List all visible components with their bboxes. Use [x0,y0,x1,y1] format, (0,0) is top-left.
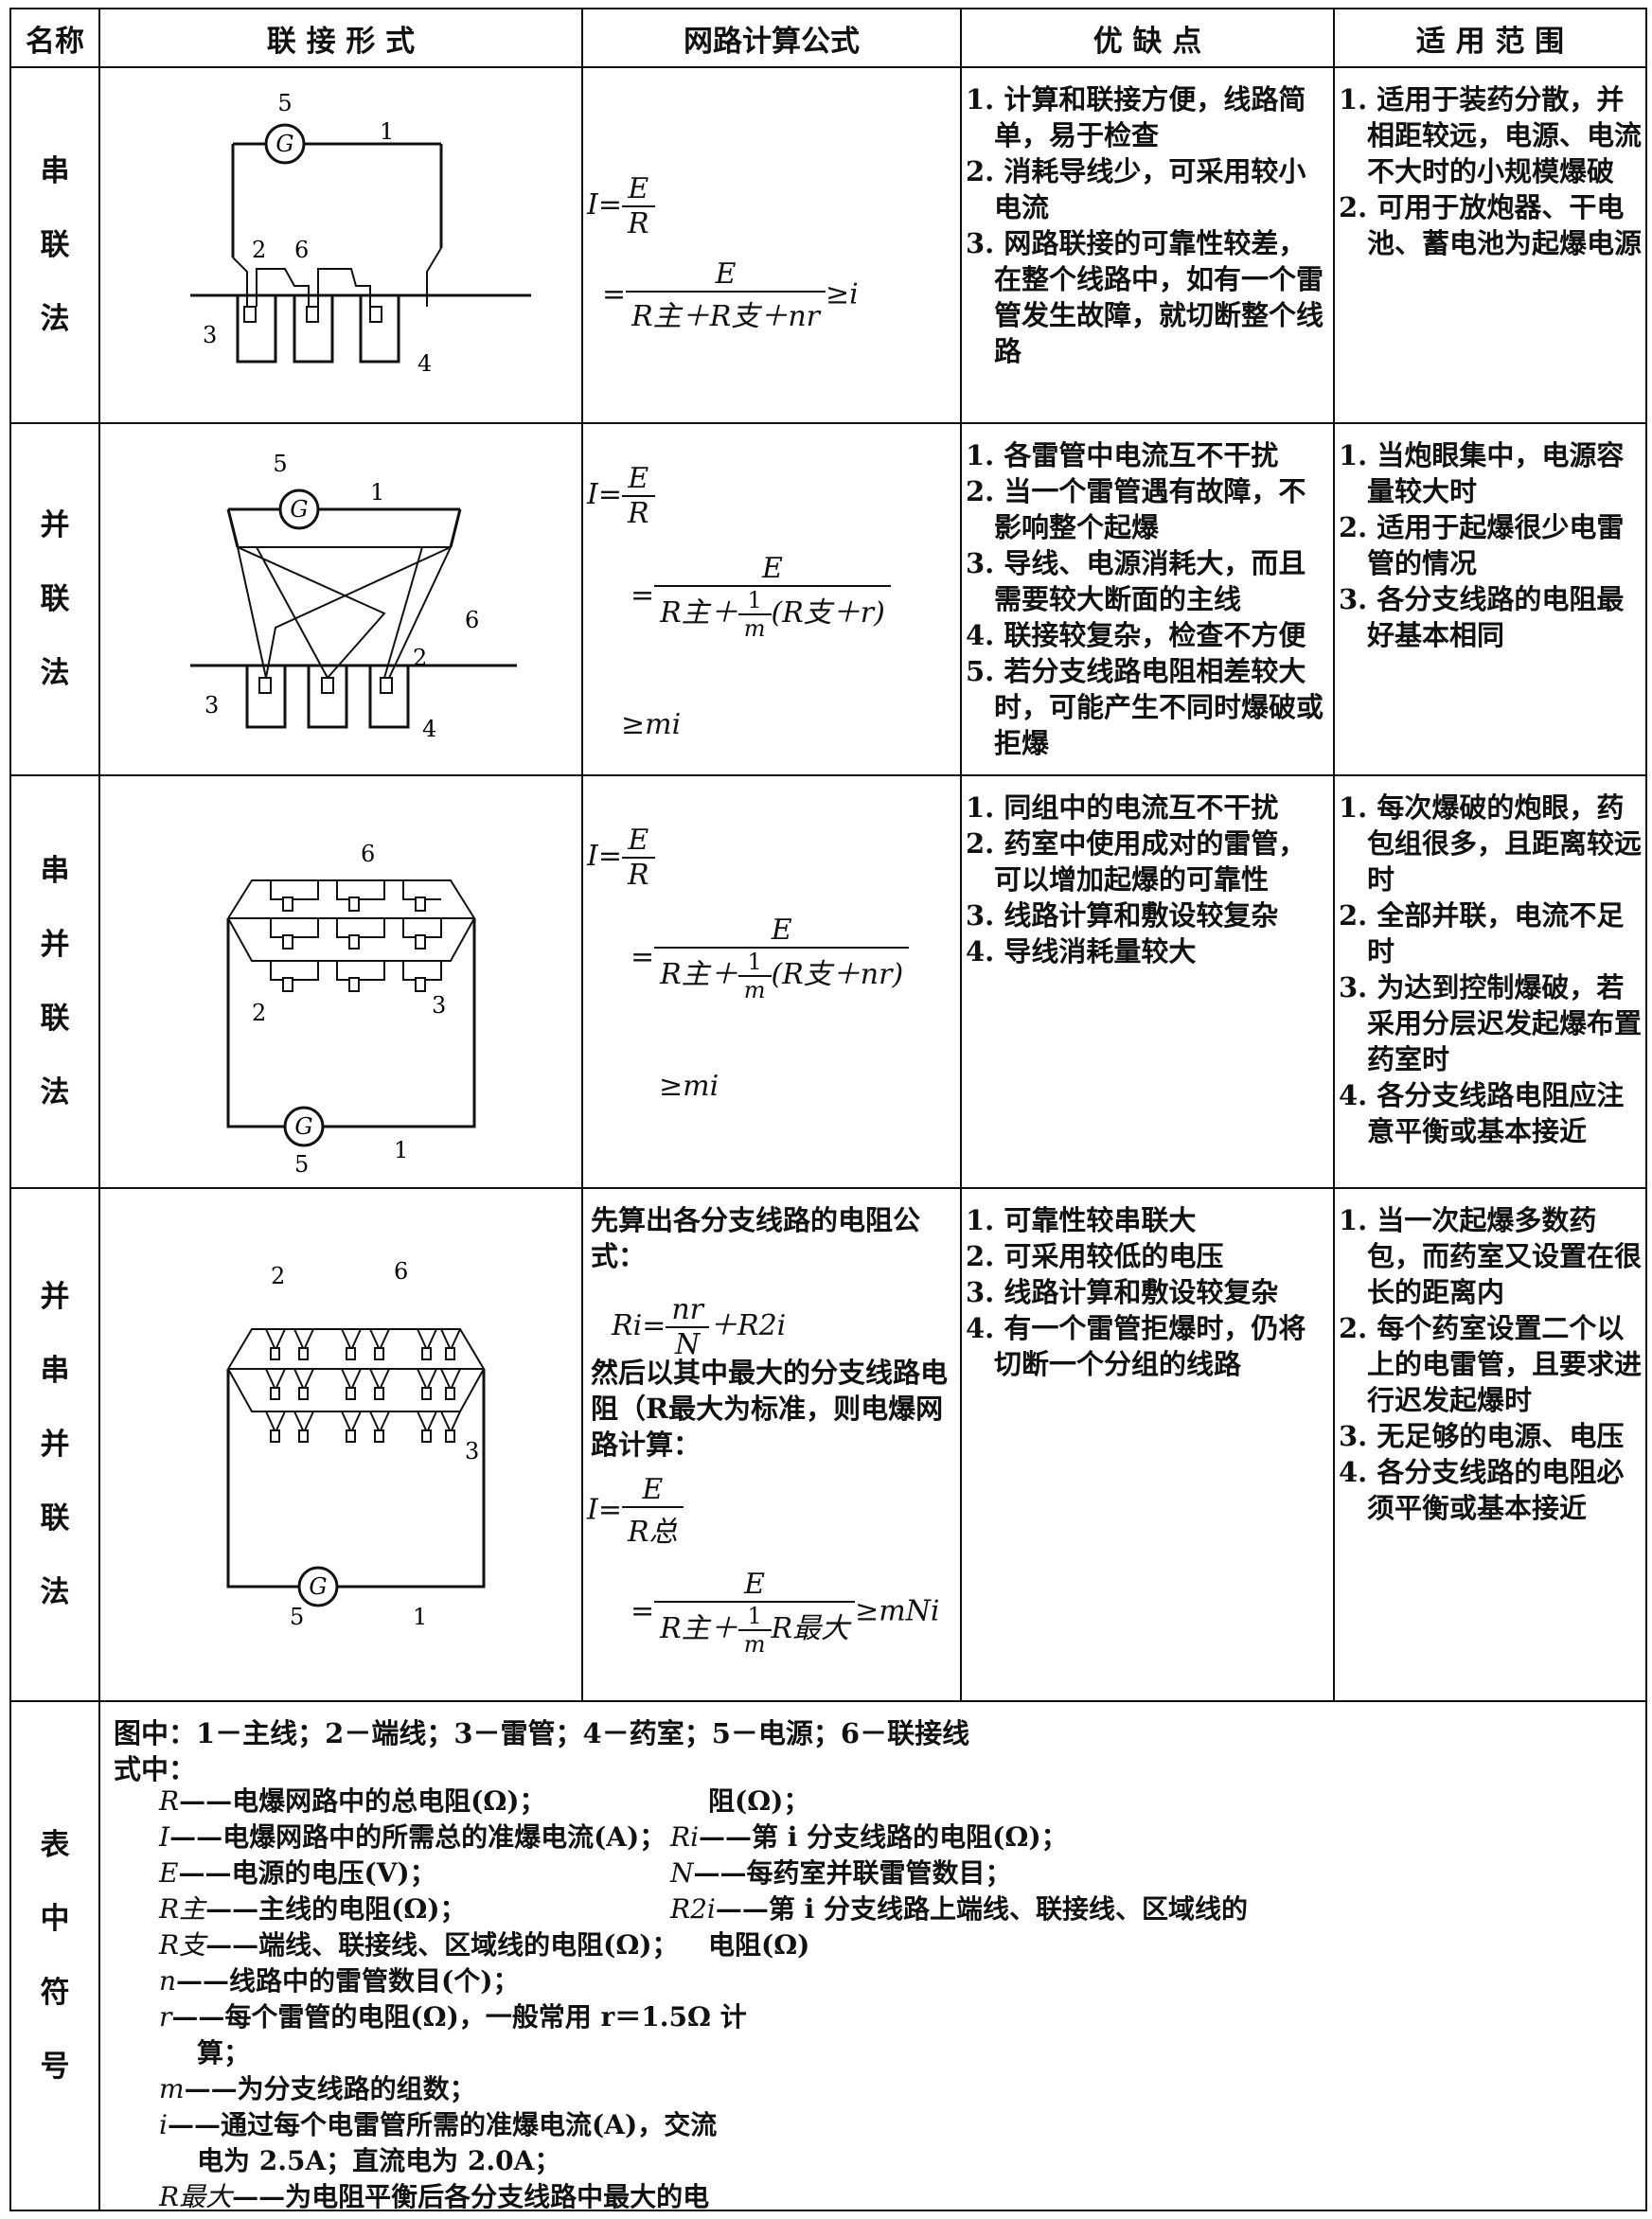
legend-symbol-item: E——电源的电压(V)； [159,1857,436,1889]
svg-text:6: 6 [294,237,309,263]
legend-symbol-item: N——每药室并联雷管数目； [670,1857,1012,1889]
svg-text:3: 3 [203,322,217,348]
row-name: 串 并 联 法 [9,774,100,1189]
header-formula: 网路计算公式 [581,8,962,68]
series-parallel-scope: 1. 每次爆破的炮眼，药包组很多，且距离较远时 2. 全部并联，电流不足时 3.… [1333,774,1647,1189]
svg-text:1: 1 [394,1137,408,1163]
series-parallel-diagram: G 6 2 3 5 1 [226,841,476,1178]
power-source-icon [283,1106,325,1147]
legend-symbol-item: I——电爆网路中的所需总的准爆电流(A)； [159,1821,666,1853]
power-source-icon [264,123,306,165]
parallel-pros-cons: 1. 各雷管中电流互不干扰 2. 当一个雷管遇有故障，不影响整个起爆 3. 导线… [960,422,1335,776]
header-row: 名称 联 接 形 式 网路计算公式 优 缺 点 适 用 范 围 [9,8,1647,68]
svg-text:5: 5 [294,1151,309,1178]
svg-text:3: 3 [465,1438,479,1465]
svg-text:4: 4 [422,716,436,742]
svg-text:3: 3 [204,692,219,719]
legend-eq-note: 式中： [114,1753,197,1785]
row-series: 串 联 法 G 5 1 [9,66,1647,424]
svg-text:2: 2 [271,1263,285,1289]
psp-pros-cons: 1. 可靠性较串联大 2. 可采用较低的电压 3. 线路计算和敷设较复杂 4. … [960,1187,1335,1702]
svg-text:1: 1 [413,1604,427,1630]
svg-text:2: 2 [252,1000,266,1026]
row-parallel-series-parallel: 并 串 并 联 法 [9,1187,1647,1702]
header-scope: 适 用 范 围 [1333,8,1647,68]
svg-text:5: 5 [290,1604,304,1630]
legend-symbol-item: 电阻(Ω) [708,1929,810,1961]
legend-symbol-item: R2i——第 i 分支线路上端线、联接线、区域线的 [670,1893,1248,1925]
svg-text:G: G [275,131,293,157]
legend-symbol-item: R最大——为电阻平衡后各分支线路中最大的电 [159,2181,710,2212]
header-form: 联 接 形 式 [98,8,583,68]
parallel-diagram-cell: G 5 1 6 2 3 4 [98,422,583,776]
legend-symbol-item: r——每个雷管的电阻(Ω)，一般常用 r＝1.5Ω 计 [159,2001,747,2033]
row-name: 并 联 法 [9,422,100,776]
svg-text:G: G [294,1113,312,1140]
row-parallel: 并 联 法 G 5 1 [9,422,1647,776]
parallel-diagram: G 5 1 6 2 3 4 [190,451,517,742]
svg-text:6: 6 [394,1258,408,1285]
legend-symbol-item: R支——端线、联接线、区域线的电阻(Ω)； [159,1929,679,1961]
legend-symbol-item: i——通过每个电雷管所需的准爆电流(A)，交流 [159,2109,718,2140]
series-parallel-pros-cons: 1. 同组中的电流互不干扰 2. 药室中使用成对的雷管，可以增加起爆的可靠性 3… [960,774,1335,1189]
series-parallel-diagram-cell: G 6 2 3 5 1 [98,774,583,1189]
svg-text:G: G [309,1573,327,1600]
legend-symbol-item: 阻(Ω)； [708,1785,810,1817]
series-diagram: G 5 1 2 6 3 4 [190,90,531,377]
legend-figure-note: 图中：1－主线；2－端线；3－雷管；4－药室；5－电源；6－联接线 [114,1717,970,1749]
parallel-series-parallel-diagram-cell: G 2 6 3 5 1 [98,1187,583,1702]
svg-text:3: 3 [432,992,446,1019]
series-scope: 1. 适用于装药分散，并相距较远，电源、电流不大时的小规模爆破 2. 可用于放炮… [1333,66,1647,424]
parallel-scope: 1. 当炮眼集中，电源容量较大时 2. 适用于起爆很少电雷管的情况 3. 各分支… [1333,422,1647,776]
header-name: 名称 [9,8,100,68]
header-pros-cons: 优 缺 点 [960,8,1335,68]
legend-symbol-item: R——电爆网路中的总电阻(Ω)； [159,1785,546,1817]
legend-symbol-item: n——线路中的雷管数目(个)； [159,1965,520,1997]
series-pros-cons: 1. 计算和联接方便，线路简单，易于检查 2. 消耗导线少，可采用较小电流 3.… [960,66,1335,424]
row-series-parallel: 串 并 联 法 G [9,774,1647,1189]
explosion-circuit-table: 名称 联 接 形 式 网路计算公式 优 缺 点 适 用 范 围 串 联 法 G … [9,8,1647,2212]
svg-text:5: 5 [273,451,287,477]
svg-text:1: 1 [380,118,394,145]
svg-text:5: 5 [277,90,292,116]
power-source-icon [278,488,320,530]
row-name: 串 联 法 [9,66,100,424]
svg-text:6: 6 [465,607,479,633]
power-source-icon [297,1566,339,1607]
series-diagram-cell: G 5 1 2 6 3 4 [98,66,583,424]
legend-symbol-item: R主——主线的电阻(Ω)； [159,1893,467,1925]
svg-text:G: G [290,496,308,523]
svg-text:1: 1 [370,479,384,506]
svg-text:6: 6 [361,841,375,867]
parallel-series-parallel-diagram: G 2 6 3 5 1 [226,1258,486,1630]
legend-symbol-item: m——为分支线路的组数； [159,2073,476,2104]
psp-scope: 1. 当一次起爆多数药包，而药室又设置在很长的距离内 2. 每个药室设置二个以上… [1333,1187,1647,1702]
row-legend: 表 中 符 号 图中：1－主线；2－端线；3－雷管；4－药室；5－电源；6－联接… [9,1700,1647,2212]
svg-text:2: 2 [252,237,266,263]
row-name: 并 串 并 联 法 [9,1187,100,1702]
svg-text:4: 4 [417,350,432,377]
legend-symbol-item: 电为 2.5A；直流电为 2.0A； [197,2145,561,2176]
legend-name: 表 中 符 号 [9,1700,100,2211]
legend-cell: 图中：1－主线；2－端线；3－雷管；4－药室；5－电源；6－联接线 式中： R—… [98,1700,1647,2212]
svg-text:2: 2 [413,645,427,671]
legend-symbol-item: Ri——第 i 分支线路的电阻(Ω)； [670,1821,1068,1853]
legend-symbol-item: 算； [197,2037,251,2068]
